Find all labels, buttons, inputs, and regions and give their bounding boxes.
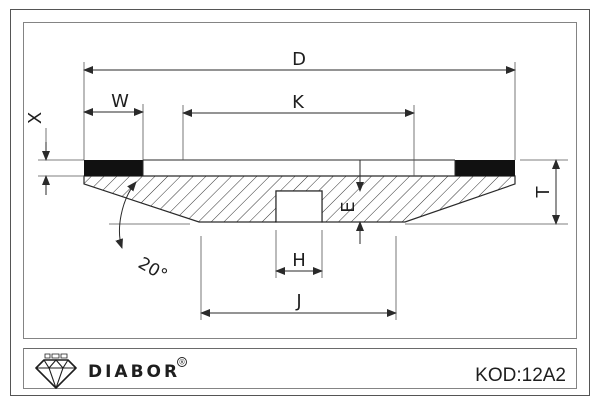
drawing-inner-frame <box>23 22 577 339</box>
angle-arc <box>115 181 137 249</box>
brand-name: DIABOR <box>88 362 180 382</box>
registered-mark: ® <box>179 359 186 367</box>
dim-label-t: T <box>533 186 554 199</box>
dim-label-x: X <box>25 112 46 124</box>
bore-hole <box>275 190 323 223</box>
drawing-frame <box>10 9 590 396</box>
product-code: KOD:12A2 <box>475 365 566 386</box>
dim-label-w: W <box>111 91 129 112</box>
diamond-logo-icon <box>35 353 77 389</box>
diamond-layer-right <box>455 160 515 176</box>
title-block <box>23 348 577 389</box>
dim-label-k: K <box>292 92 305 113</box>
dim-label-j: J <box>295 291 301 312</box>
angle-label: 20° <box>134 253 170 285</box>
registered-mark-ring <box>177 357 187 367</box>
dim-label-e: E <box>338 201 359 212</box>
dim-label-h: H <box>292 250 306 271</box>
dim-label-d: D <box>292 49 306 70</box>
diamond-layer-left <box>84 160 143 176</box>
